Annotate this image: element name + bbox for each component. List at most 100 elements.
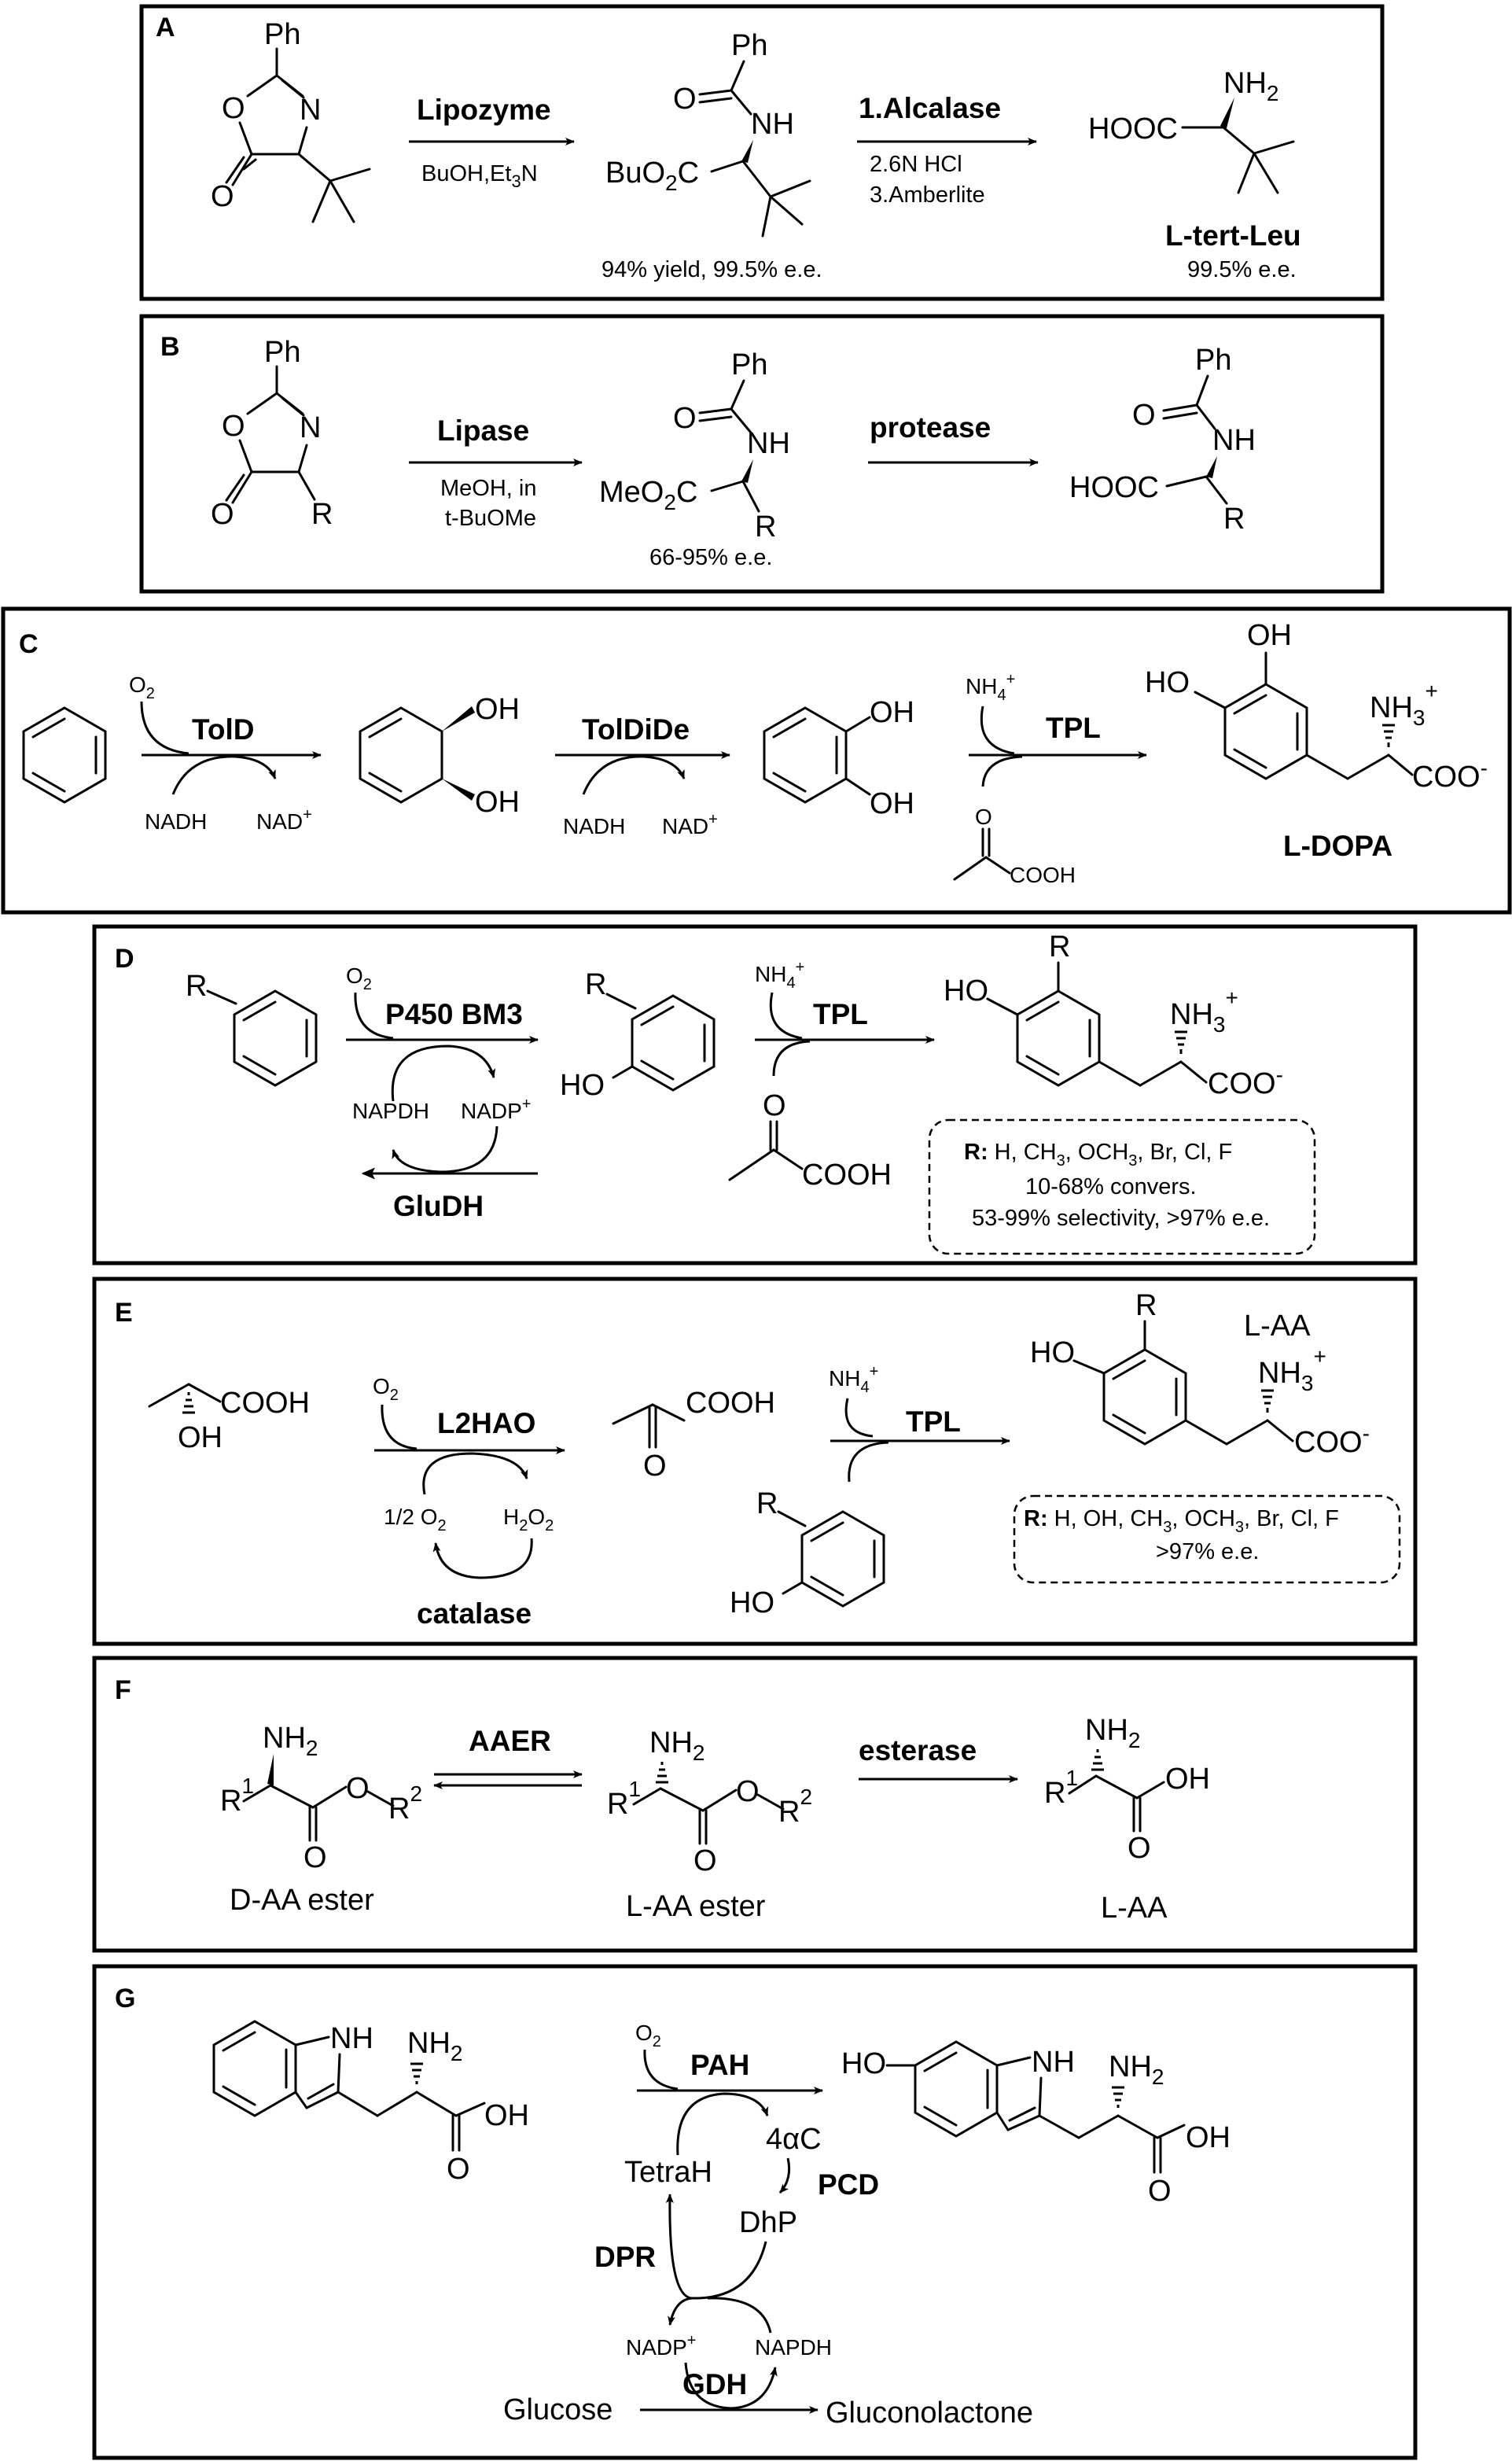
svg-text:COOH: COOH [1010,863,1076,887]
panel-a-product: NH2 HOOC [1088,67,1295,194]
catalase-label: catalase [417,1597,532,1630]
phenol-d: R HO [560,968,716,1102]
gludh-label: GluDH [393,1190,484,1222]
svg-text:OH: OH [484,2099,529,2132]
l-dopa-label: L-DOPA [1283,830,1392,862]
cis-diol: OH OH [359,693,520,819]
svg-text:R: R [755,510,776,543]
pcd-label: PCD [818,2168,879,2201]
svg-text:O: O [763,1089,786,1122]
nad-c2: NAD+ [662,811,718,838]
c4a-label: 4αC [766,2123,822,2156]
svg-text:OH: OH [1186,2121,1231,2154]
svg-text:COOH: COOH [802,1159,892,1192]
tpl-label-c: TPL [1046,712,1101,744]
lipase-label: Lipase [437,414,529,447]
lactic-acid: COOH OH [148,1383,310,1454]
panel-e-label: E [115,1298,133,1328]
l-aa: NH2 R1 O OH [1044,1714,1210,1865]
napdh-d: NAPDH [352,1099,429,1123]
panel-d-label: D [115,944,134,974]
ee-e: >97% e.e. [1156,1539,1259,1564]
indole-amino-acid: NH NH2 O OH [212,2020,529,2186]
l-dopa: OH HO NH3+ COO- [1145,619,1488,794]
l-aa-ester: NH2 R1 O O R2 [607,1726,812,1877]
l-aa-label: L-AA [1101,1892,1168,1925]
panel-g: G NH NH2 O OH O2 [92,1964,1418,2460]
panel-f-frame [92,1656,1418,1953]
p450-label: P450 BM3 [385,998,523,1030]
svg-text:MeO2C: MeO2C [599,476,697,514]
l2hao-label: L2HAO [437,1407,535,1439]
o2-label-e: O2 [373,1374,399,1404]
panel-f: F NH2 R1 O O R2 D-AA ester AAER NH2 [92,1656,1418,1953]
panel-a: A Ph N O O Lipozyme BuOH,Et3N [139,4,1385,301]
svg-text:NH2: NH2 [649,1726,704,1765]
d-aa-ester-label: D-AA ester [230,1884,374,1917]
svg-text:O: O [1132,399,1156,432]
svg-text:NH2: NH2 [263,1722,318,1760]
selectivity-d: 53-99% selectivity, >97% e.e. [972,1206,1270,1231]
svg-text:R: R [1135,1289,1157,1322]
h2o2: H2O2 [503,1505,554,1534]
panel-b-frame [139,314,1385,594]
svg-text:NH2: NH2 [1085,1714,1140,1752]
svg-text:O: O [673,402,697,435]
svg-text:R: R [186,970,207,1003]
nh4-c: NH4+ [966,671,1015,704]
o-atom: O [222,92,245,125]
o2-label-d: O2 [346,963,372,993]
svg-text:COOH: COOH [220,1387,310,1420]
svg-text:NH3+: NH3+ [1370,679,1438,730]
substituted-benzene-d: R [186,970,318,1087]
panel-b: B Ph N O O R Lipase MeOH, in t-BuOMe Ph [139,314,1385,594]
svg-text:NH2: NH2 [407,2027,462,2065]
esterase-label: esterase [859,1734,977,1767]
svg-text:NH: NH [1212,424,1256,457]
gdh-cofactor [684,2362,778,2410]
l-aa-ester-label: L-AA ester [626,1890,766,1923]
svg-text:Ph: Ph [731,348,767,381]
nh4-d: NH4+ [755,959,804,992]
svg-text:R2: R2 [778,1785,812,1829]
svg-text:O: O [346,1772,370,1805]
svg-text:R1: R1 [220,1774,254,1818]
svg-text:OH: OH [870,696,914,729]
conversion-d: 10-68% convers. [1025,1174,1197,1199]
nadp-g: NADP+ [626,2332,696,2360]
n-atom: N [300,94,321,127]
svg-text:O: O [1148,2175,1172,2208]
svg-text:O: O [975,805,992,829]
aaer-label: AAER [469,1725,551,1757]
panel-e-frame [92,1277,1418,1646]
tetrah-label: TetraH [624,2156,712,2189]
svg-text:R1: R1 [1044,1766,1078,1810]
substituents-d: R: H, CH3, OCH3, Br, Cl, F [964,1140,1232,1170]
svg-text:NH: NH [330,2022,373,2055]
svg-text:HOOC: HOOC [1088,112,1178,146]
svg-text:O: O [693,1844,717,1877]
dpr-label: DPR [594,2241,656,2273]
svg-text:OH: OH [1165,1763,1210,1796]
panel-b-intermediate: Ph O NH MeO2C R [599,348,790,543]
panel-g-label: G [115,1984,135,2013]
substituent-box-e [1013,1494,1401,1584]
o2-label-c: O2 [129,672,155,702]
told-label: TolD [192,713,254,746]
conditions-b1b: t-BuOMe [445,506,536,531]
panel-a-frame [139,4,1385,301]
napdh-out [707,2297,772,2334]
svg-text:O: O [673,83,697,116]
substituent-box-d [928,1118,1316,1255]
panel-a-label: A [156,13,175,42]
nad-c1: NAD+ [256,806,312,834]
pyruvate-d: O COOH [728,1089,892,1192]
panel-b-label: B [160,332,180,362]
svg-text:O: O [304,1841,327,1874]
svg-text:O: O [1128,1832,1151,1865]
panel-a-intermediate: Ph O NH BuO2C [605,29,811,238]
svg-text:Ph: Ph [264,336,300,369]
svg-text:COOH: COOH [686,1387,775,1420]
svg-text:COO-: COO- [1208,1063,1283,1100]
